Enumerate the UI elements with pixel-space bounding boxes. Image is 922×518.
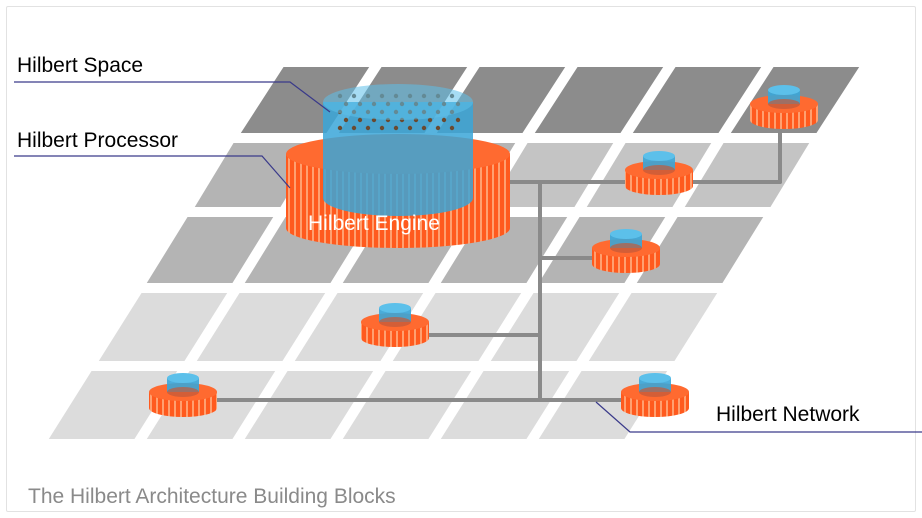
pin-head [337,125,343,131]
hilbert-engine [286,84,510,248]
processor-nodes [149,85,818,417]
pin-head [421,125,427,131]
node-cap-base [643,165,675,175]
processor-node [592,229,660,273]
node-cap-top [610,229,642,239]
pin-head [455,117,461,123]
pin-head [343,117,349,123]
pin-head [357,117,363,123]
leader-network [595,401,922,433]
label-hilbert-space: Hilbert Space [17,54,144,77]
frame-border [6,6,916,512]
pin-head [393,125,399,131]
pin-head [351,125,357,131]
processor-node [149,373,217,417]
pin-head [427,117,433,123]
grid-tile [241,369,377,441]
space-top [323,84,473,120]
node-cap-top [768,85,800,95]
processor-node [625,151,693,195]
pin-head [379,125,385,131]
grid-tile [487,291,623,363]
grid-tile [193,291,329,363]
pin-head [365,125,371,131]
pin-head [441,117,447,123]
grid-tile [45,369,181,441]
node-cap-top [639,373,671,383]
label-hilbert-processor: Hilbert Processor [17,129,179,152]
leader-space [14,81,331,113]
processor-node [361,303,429,347]
node-cap-base [167,387,199,397]
node-cap-base [639,387,671,397]
node-cap-base [768,99,800,109]
node-cap-base [379,317,411,327]
node-cap-top [643,151,675,161]
figure-caption: The Hilbert Architecture Building Blocks [28,485,396,508]
node-cap-base [610,243,642,253]
processor-node [750,85,818,129]
node-cap-top [167,373,199,383]
grid-tile [339,369,475,441]
node-cap-top [379,303,411,313]
grid-tile [585,291,721,363]
pin-head [435,125,441,131]
grid-tile [95,291,231,363]
leader-processor [14,155,291,189]
leader-lines [14,81,922,433]
grid-tile [143,215,277,285]
pin-head [449,125,455,131]
processor-node [621,373,689,417]
label-hilbert-network: Hilbert Network [716,403,860,426]
label-hilbert-engine: Hilbert Engine [308,212,440,235]
pin-head [407,125,413,131]
grid-tile [629,65,765,135]
grid-tile [531,65,667,135]
